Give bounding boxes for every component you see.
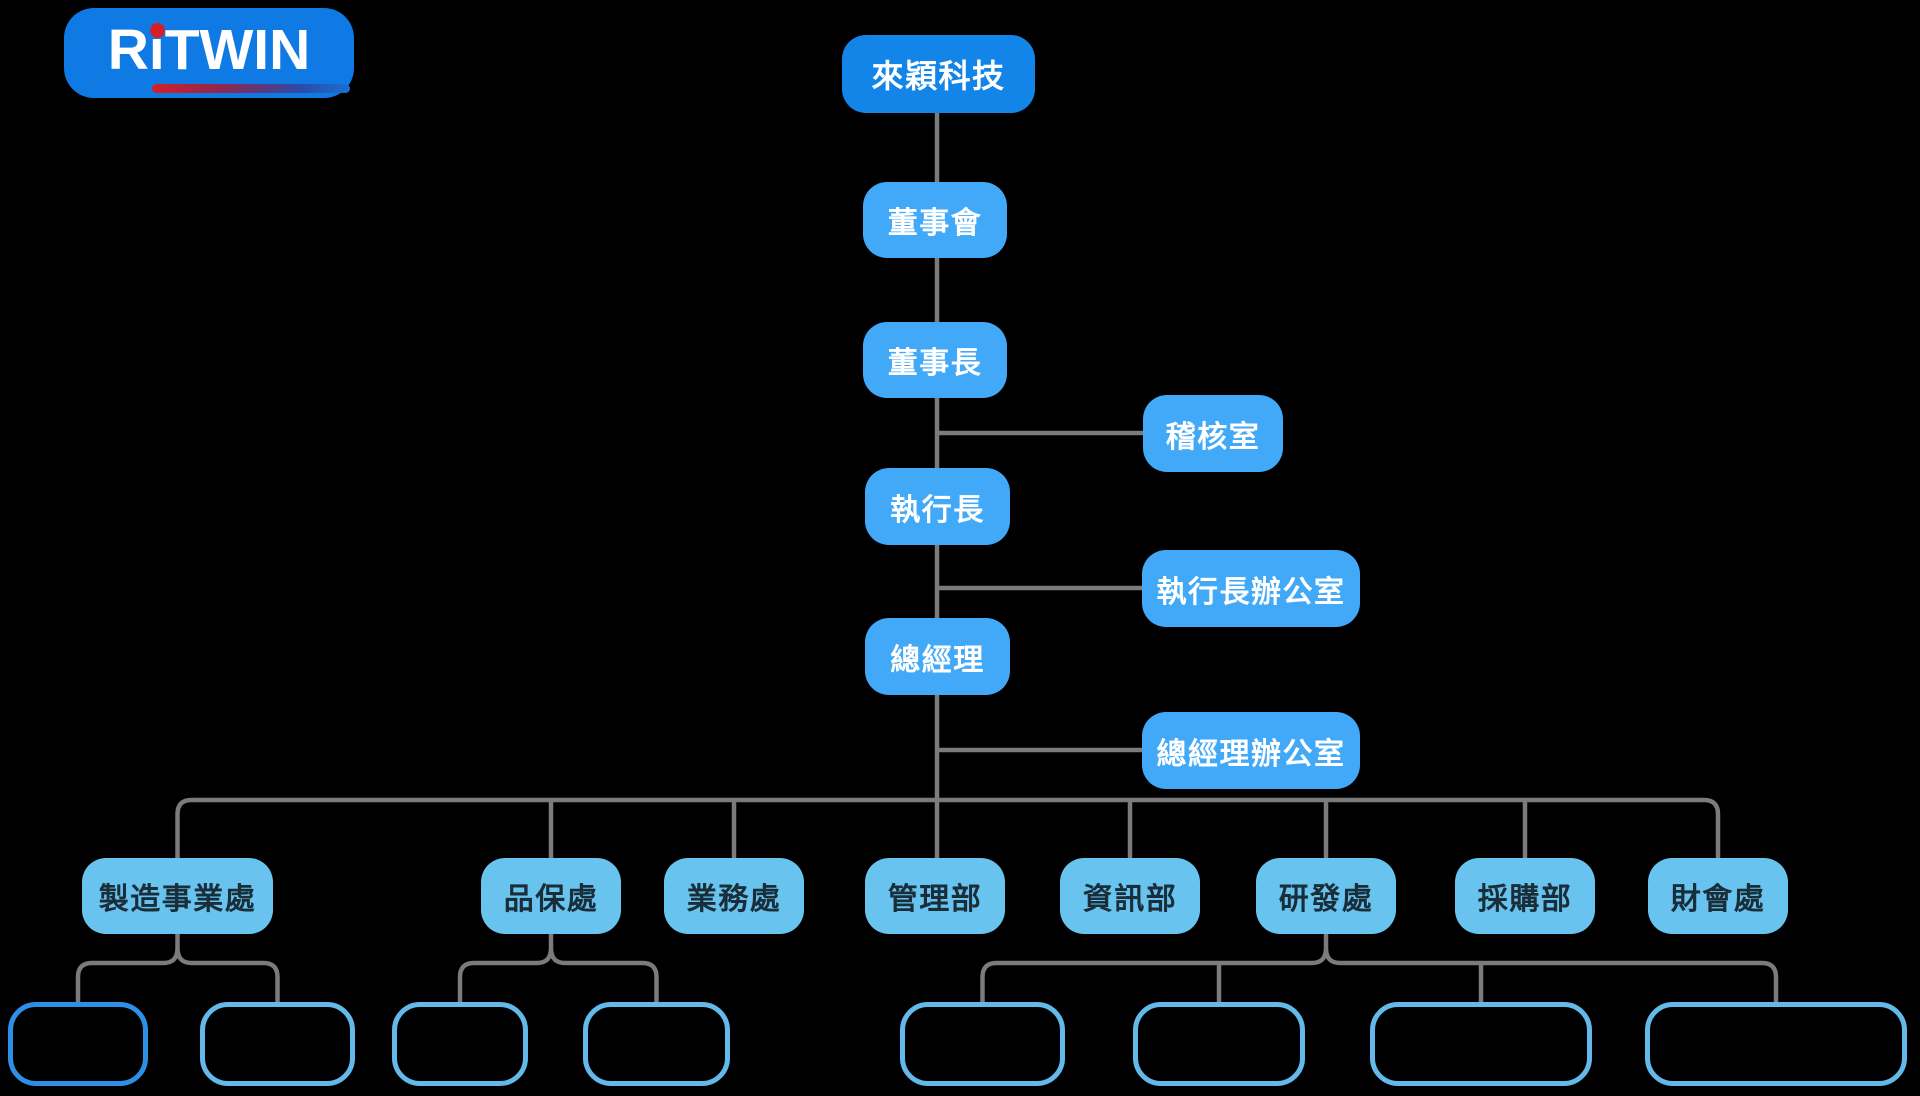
org-node-placeholder-2 <box>200 1002 355 1086</box>
org-node-dept-rnd: 研發處 <box>1256 858 1396 934</box>
org-node-dept-qa: 品保處 <box>481 858 621 934</box>
org-node-dept-it: 資訊部 <box>1060 858 1200 934</box>
office-branch-lines <box>936 430 1146 753</box>
org-node-dept-admin: 管理部 <box>865 858 1005 934</box>
org-node-placeholder-5 <box>900 1002 1065 1086</box>
org-node-president-office: 總經理辦公室 <box>1142 712 1360 789</box>
org-node-ceo-office: 執行長辦公室 <box>1142 550 1360 627</box>
org-node-company: 來穎科技 <box>842 35 1035 113</box>
ritwin-logo: RiTWIN <box>64 8 354 98</box>
org-node-dept-finance: 財會處 <box>1648 858 1788 934</box>
org-node-ceo: 執行長 <box>865 468 1010 545</box>
department-rail <box>175 797 1721 861</box>
department-drop-lines <box>548 797 1528 861</box>
org-node-placeholder-4 <box>583 1002 730 1086</box>
org-node-placeholder-8 <box>1645 1002 1907 1086</box>
logo-i-dot <box>150 23 165 38</box>
org-node-board: 董事會 <box>863 182 1007 258</box>
rnd-fork <box>980 931 1779 1005</box>
org-node-dept-sales: 業務處 <box>664 858 804 934</box>
org-node-placeholder-1 <box>8 1002 148 1086</box>
qa-fork <box>457 931 659 1005</box>
org-node-placeholder-7 <box>1370 1002 1592 1086</box>
manufacturing-fork <box>75 931 280 1005</box>
logo-underline <box>152 84 350 93</box>
logo-text: RiTWIN <box>107 18 311 82</box>
org-node-dept-procurement: 採購部 <box>1455 858 1595 934</box>
org-node-dept-manufacturing: 製造事業處 <box>82 858 273 934</box>
org-node-audit-office: 稽核室 <box>1143 395 1283 472</box>
org-node-placeholder-3 <box>392 1002 528 1086</box>
org-node-placeholder-6 <box>1133 1002 1305 1086</box>
org-node-chairman: 董事長 <box>863 322 1007 398</box>
org-node-president: 總經理 <box>865 618 1010 695</box>
